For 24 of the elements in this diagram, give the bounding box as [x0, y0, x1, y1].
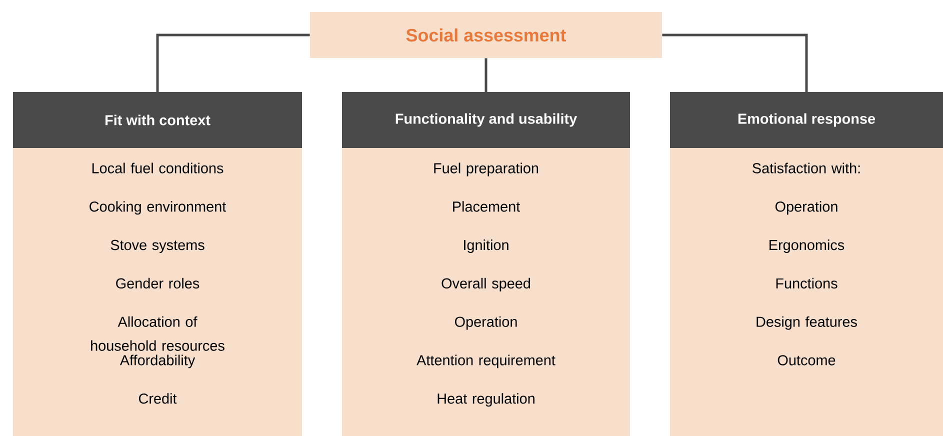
connector-line — [662, 34, 808, 92]
list-item: Ergonomics — [770, 240, 844, 253]
list-item: Credit — [138, 393, 177, 404]
list-item: Satisfaction with: — [752, 162, 860, 174]
list-item: Ignition — [464, 240, 508, 253]
list-item: Overall speed — [442, 278, 530, 292]
list-item: Fuel preparation — [434, 162, 538, 176]
list-item: Cooking environment — [90, 201, 226, 215]
list-item: Functions — [776, 278, 838, 289]
list-item: Operation — [775, 201, 838, 215]
list-item: Affordability — [120, 354, 196, 368]
connector-line — [156, 34, 310, 92]
list-item: Gender roles — [116, 278, 200, 289]
list-item: Stove systems — [110, 240, 204, 253]
list-item: Allocation of household resources — [91, 316, 224, 351]
list-item: Local fuel conditions — [92, 162, 224, 174]
connector-line — [484, 58, 488, 92]
list-item: Heat regulation — [438, 393, 534, 407]
list-item: Design features — [756, 316, 857, 330]
list-item: Attention requirement — [416, 354, 556, 368]
list-item: Outcome — [778, 355, 836, 366]
list-item: Operation — [454, 316, 517, 330]
list-item: Placement — [453, 201, 520, 212]
title-box: Social assessment — [310, 12, 662, 58]
